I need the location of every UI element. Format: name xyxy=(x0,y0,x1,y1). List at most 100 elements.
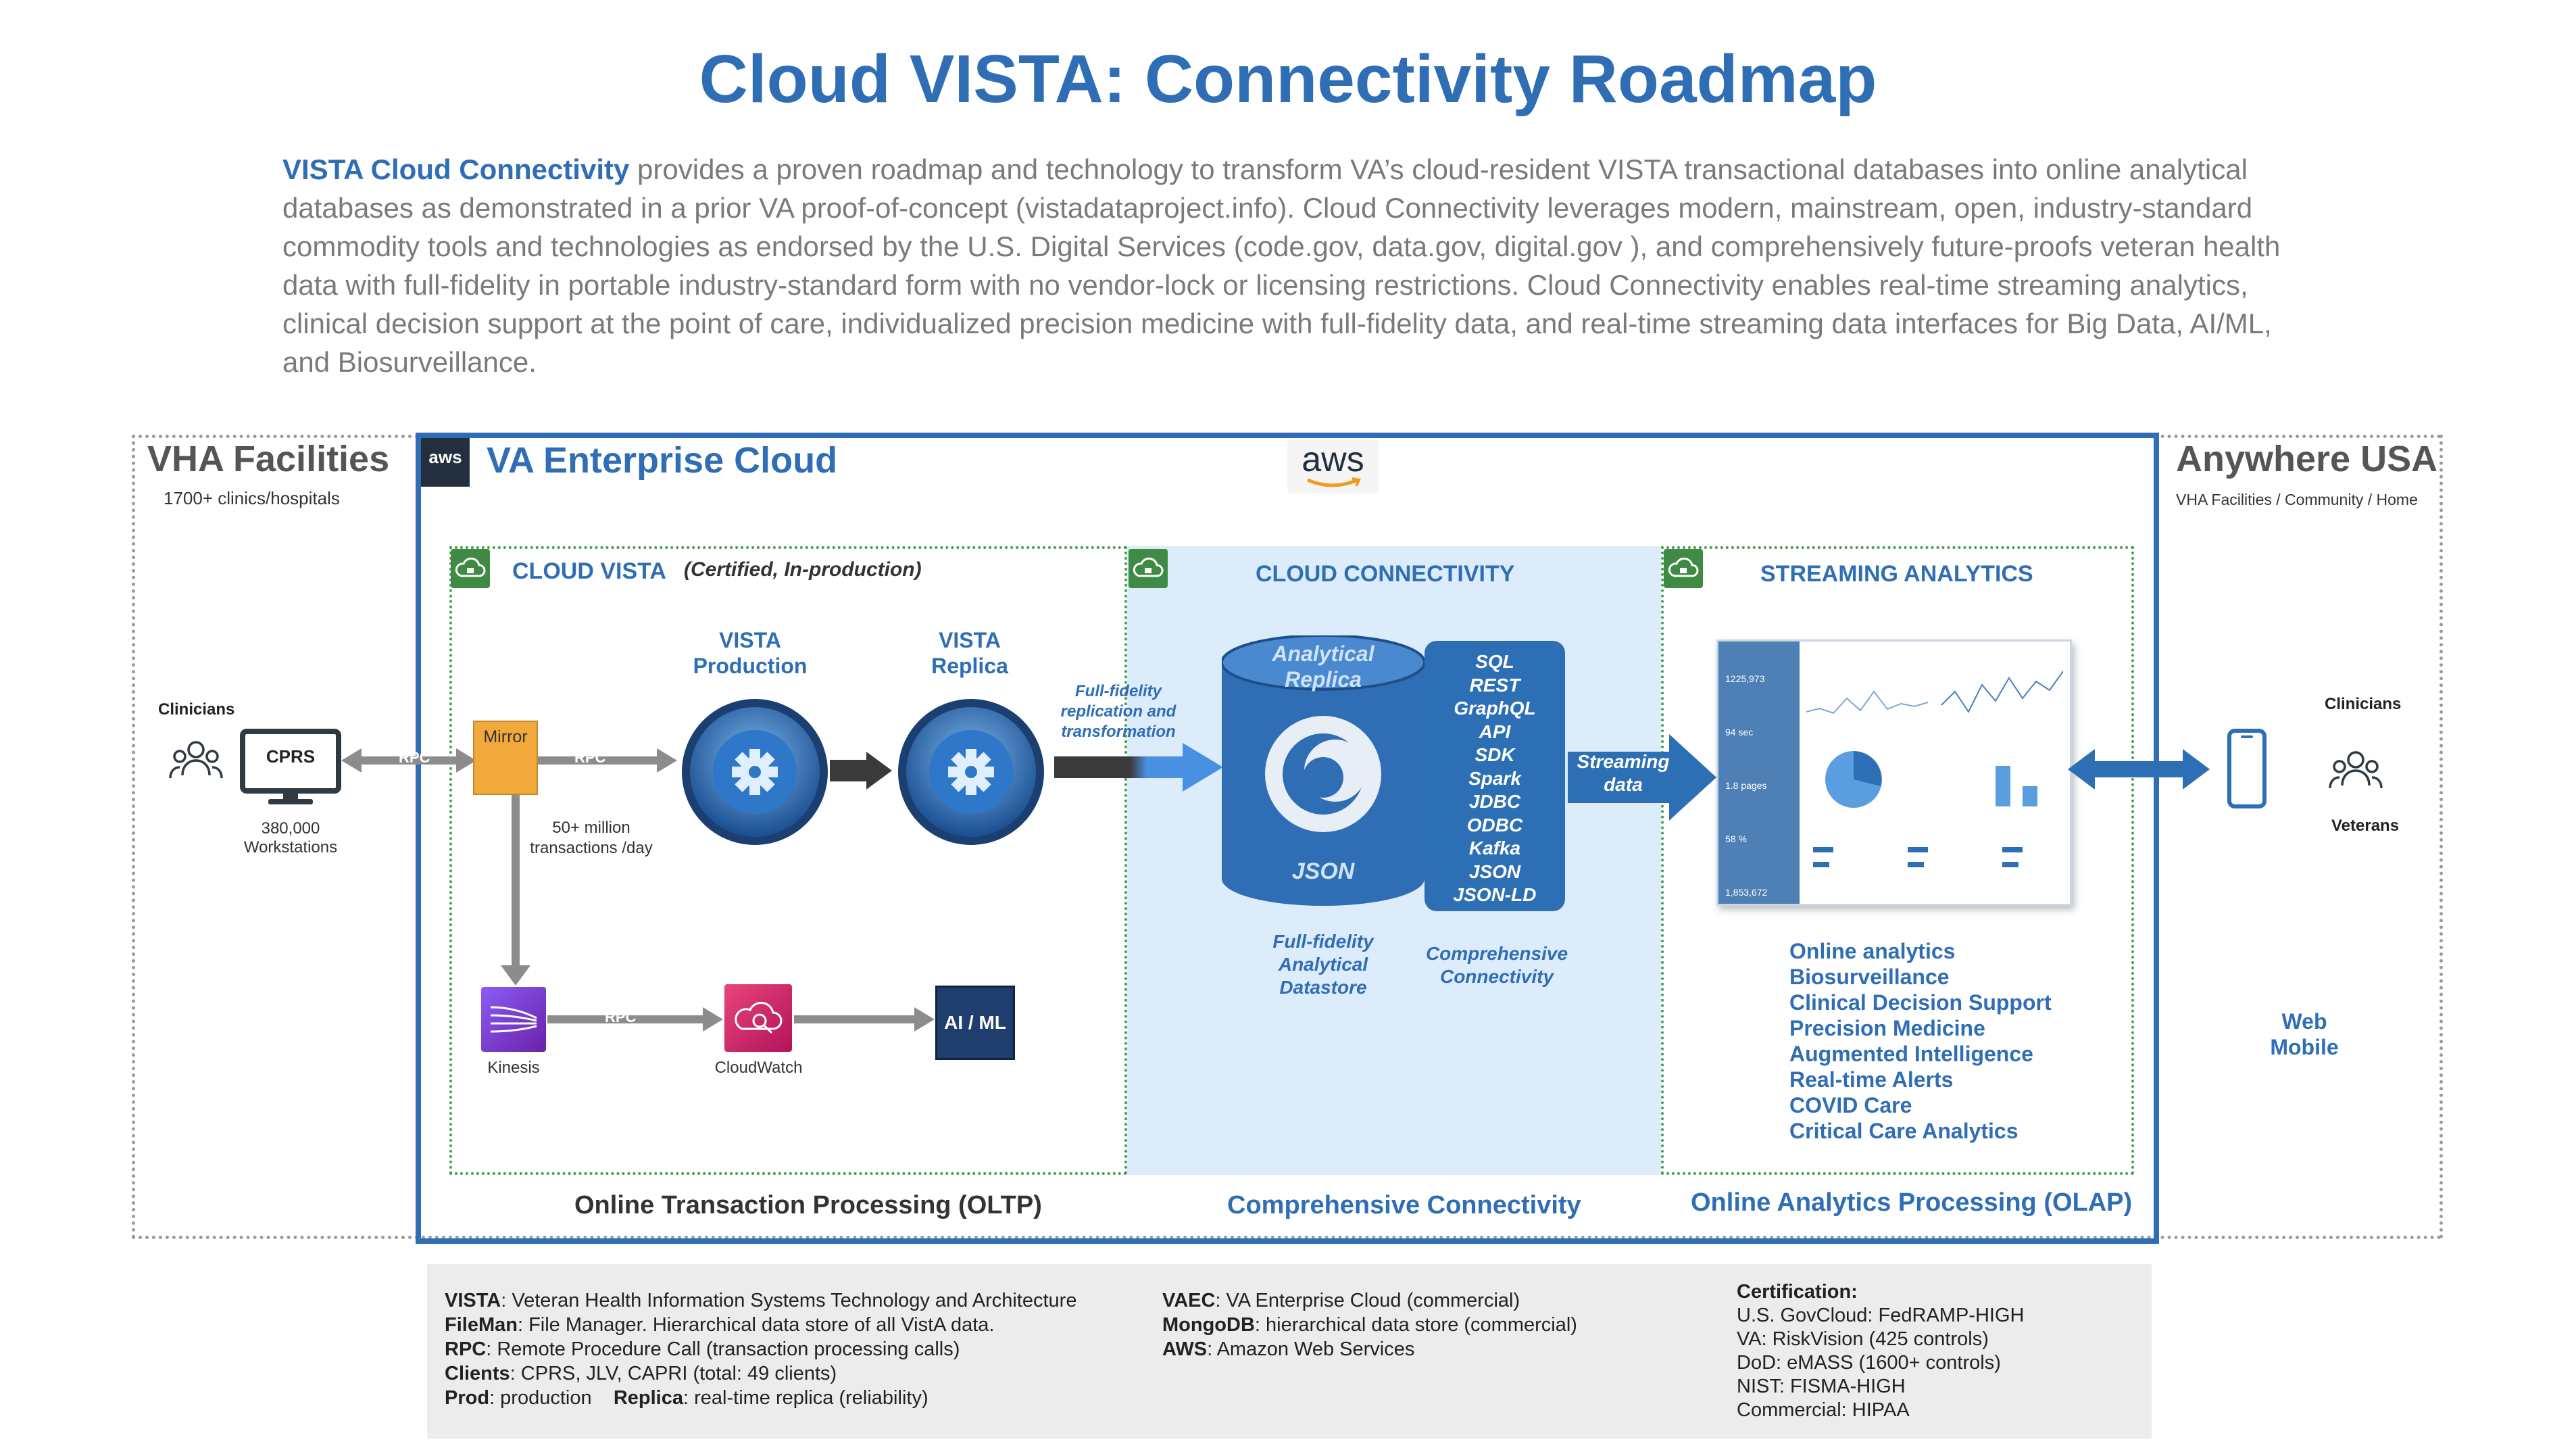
intro-lead: VISTA Cloud Connectivity xyxy=(282,153,630,185)
rpc-arrow-mirror-production xyxy=(538,748,677,773)
aws-badge-icon: aws xyxy=(421,438,470,487)
vista-replica-label: VISTA Replica xyxy=(931,628,1008,678)
veterans-label: Veterans xyxy=(2331,817,2400,835)
mobile-phone-icon xyxy=(2227,729,2267,808)
streaming-data-label: Streaming data xyxy=(1577,751,1670,795)
capability-item: COVID Care xyxy=(1789,1093,1912,1117)
legend-entry: MongoDB: hierarchical data store (commer… xyxy=(1162,1314,1577,1336)
rpc-arrow-cprs-mirror xyxy=(341,748,476,773)
workstations-count: 380,000 xyxy=(261,819,320,838)
interface-item: JDBC xyxy=(1468,791,1521,812)
mirror-to-kinesis-arrow xyxy=(501,795,530,986)
dashboard-stat: 1,853,672 xyxy=(1725,887,1768,898)
enterprise-title: VA Enterprise Cloud xyxy=(487,440,838,481)
cloud-vista-zone xyxy=(449,546,1127,1175)
kinesis-label: Kinesis xyxy=(487,1059,540,1077)
clinicians-veterans-group-icon xyxy=(2329,744,2383,798)
interface-item: JSON-LD xyxy=(1453,884,1537,905)
connectivity-caption: Comprehensive Connectivity xyxy=(1425,943,1568,987)
aws-badge-text: aws xyxy=(428,447,462,467)
rpc-label-cprs: RPC xyxy=(399,749,430,766)
rpc-arrow-kinesis-cloudwatch xyxy=(547,1007,723,1032)
certification-line: VA: RiskVision (425 controls) xyxy=(1737,1328,1989,1350)
dashboard-sidebar xyxy=(1718,642,1800,904)
dashboard-stat: 1.8 pages xyxy=(1725,780,1767,791)
interface-item: JSON xyxy=(1468,861,1521,882)
cloud-lock-icon xyxy=(451,549,490,588)
vista-production-gear-icon xyxy=(682,699,828,845)
cloud-vista-note: (Certified, In-production) xyxy=(684,558,922,581)
legend-column-2: VAEC: VA Enterprise Cloud (commercial) M… xyxy=(1162,1288,1577,1361)
capability-item: Critical Care Analytics xyxy=(1789,1119,2018,1143)
cprs-label: CPRS xyxy=(266,746,316,767)
legend-entry: FileMan: File Manager. Hierarchical data… xyxy=(445,1314,995,1336)
streaming-analytics-title: STREAMING ANALYTICS xyxy=(1760,561,2033,587)
cloudwatch-label: CloudWatch xyxy=(714,1059,803,1077)
rpc-label-kinesis: RPC xyxy=(605,1009,637,1025)
legend-entry: VAEC: VA Enterprise Cloud (commercial) xyxy=(1162,1290,1520,1311)
dashboard-charts xyxy=(1806,671,2063,867)
connectivity-interfaces-box: SQL REST GraphQL API SDK Spark JDBC ODBC… xyxy=(1425,641,1565,911)
interface-item: Spark xyxy=(1468,767,1521,789)
anywhere-subtitle: VHA Facilities / Community / Home xyxy=(2176,491,2418,508)
clinicians-group-icon xyxy=(169,733,223,788)
oltp-footer: Online Transaction Processing (OLTP) xyxy=(574,1191,1042,1219)
anywhere-title: Anywhere USA xyxy=(2176,439,2438,479)
replication-note: Full-fidelity replication and transforma… xyxy=(1060,682,1176,741)
page-title: Cloud VISTA: Connectivity Roadmap xyxy=(699,41,1877,117)
certification-title: Certification: xyxy=(1737,1281,1858,1303)
cloudwatch-icon xyxy=(724,984,792,1052)
vha-clinicians-label: Clinicians xyxy=(158,700,235,719)
vista-replica-gear-icon xyxy=(898,699,1044,845)
streaming-data-arrow xyxy=(1568,734,1716,821)
certification-block: Certification: U.S. GovCloud: FedRAMP-HI… xyxy=(1737,1280,2024,1422)
cloud-lock-icon xyxy=(1129,549,1168,588)
legend-entry: Prod: production Replica: real-time repl… xyxy=(445,1387,928,1409)
certification-line: NIST: FISMA-HIGH xyxy=(1737,1376,1906,1397)
interface-item: SQL xyxy=(1475,651,1514,672)
legend-panel xyxy=(427,1264,2152,1438)
cloud-lock-icon xyxy=(1664,549,1703,588)
datastore-caption: Full-fidelity Analytical Datastore xyxy=(1272,931,1374,998)
transactions-label: 50+ million transactions /day xyxy=(530,819,653,857)
olap-footer: Online Analytics Processing (OLAP) xyxy=(1691,1188,2133,1217)
legend-entry: Clients: CPRS, JLV, CAPRI (total: 49 cli… xyxy=(445,1363,837,1384)
aws-logo-text: aws xyxy=(1302,440,1364,479)
dashboard-stat: 94 sec xyxy=(1725,727,1754,737)
intro-paragraph: VISTA Cloud Connectivity provides a prov… xyxy=(282,150,2283,381)
capability-item: Precision Medicine xyxy=(1789,1016,1985,1040)
analytics-dashboard-thumbnail: 1225,973 94 sec 1.8 pages 58 % 1,853,672 xyxy=(1716,639,2072,906)
streaming-analytics-zone xyxy=(1661,546,2134,1175)
cprs-monitor-icon xyxy=(240,729,341,808)
kinesis-icon xyxy=(481,987,546,1052)
rpc-label-mirror: RPC xyxy=(574,749,606,766)
connectivity-footer: Comprehensive Connectivity xyxy=(1227,1191,1581,1219)
aws-logo: aws xyxy=(1287,439,1379,493)
aiml-box: AI / ML xyxy=(935,986,1015,1060)
cloud-connectivity-title: CLOUD CONNECTIVITY xyxy=(1256,561,1515,587)
replication-arrow xyxy=(1054,743,1223,792)
interface-item: REST xyxy=(1469,674,1520,696)
capability-item: Online analytics xyxy=(1789,939,1956,963)
interface-item: API xyxy=(1479,721,1511,742)
interface-item: Kafka xyxy=(1468,838,1521,858)
interface-item: SDK xyxy=(1475,744,1515,765)
mirror-box xyxy=(473,721,538,795)
legend-entry: RPC: Remote Procedure Call (transaction … xyxy=(445,1338,960,1360)
analytical-replica-database-icon xyxy=(1222,635,1425,906)
interface-item: GraphQL xyxy=(1454,698,1536,719)
capability-item: Clinical Decision Support xyxy=(1789,990,2052,1015)
dashboard-stats: 1225,973 94 sec 1.8 pages 58 % 1,853,672 xyxy=(1725,652,1767,919)
legend-entry: VISTA: Veteran Health Information System… xyxy=(445,1290,1077,1311)
mirror-label: Mirror xyxy=(483,727,528,746)
production-to-replica-arrow xyxy=(830,752,892,790)
vha-subtitle: 1700+ clinics/hospitals xyxy=(164,488,340,508)
vista-production-label: VISTA Production xyxy=(693,628,808,678)
json-db-label: JSON xyxy=(1291,858,1355,884)
certification-line: U.S. GovCloud: FedRAMP-HIGH xyxy=(1737,1305,2025,1326)
va-enterprise-cloud-frame xyxy=(416,433,2159,1244)
intro-body: provides a proven roadmap and technology… xyxy=(282,153,2281,378)
vha-title: VHA Facilities xyxy=(147,439,390,479)
legend-entry: AWS: Amazon Web Services xyxy=(1162,1338,1415,1360)
anywhere-clinicians-label: Clinicians xyxy=(2325,695,2402,713)
